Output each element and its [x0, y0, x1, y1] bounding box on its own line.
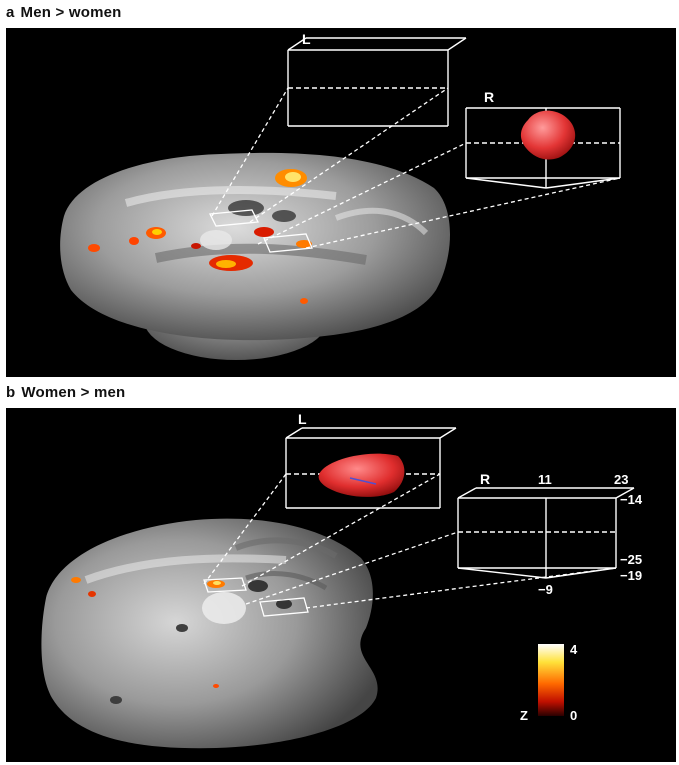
colorbar [538, 644, 564, 716]
panel-a-title-text: Men > women [20, 4, 122, 21]
colorbar-max: 4 [570, 642, 578, 657]
projection-lines-a [211, 87, 621, 249]
coord-right-upper: −14 [620, 492, 643, 507]
coord-right-lower-b: −19 [620, 568, 642, 583]
activation-clusters-b [71, 577, 225, 688]
small-roi-boxes-b [203, 577, 309, 617]
box-label-left-a: L [302, 31, 311, 47]
coord-top-right: 23 [614, 472, 628, 487]
panel-b-letter: b [6, 384, 16, 401]
roi-box-left-b [285, 427, 457, 509]
coord-right-lower-a: −25 [620, 552, 642, 567]
panel-b-image: L R 11 23 −14 −25 −19 −9 4 0 Z [6, 408, 676, 762]
panel-b-title-text: Women > men [21, 384, 126, 401]
activation-blob-left-b [318, 453, 405, 497]
activation-clusters-a [88, 169, 312, 304]
box-label-left-b: L [298, 411, 307, 427]
panel-a-letter: a [6, 4, 15, 21]
colorbar-min: 0 [570, 708, 577, 723]
roi-box-right-b [457, 487, 635, 579]
small-roi-boxes-a [208, 209, 313, 253]
projection-lines-b [203, 473, 617, 609]
roi-box-right-a [465, 107, 621, 189]
activation-blob-right-a [520, 110, 576, 160]
panel-b-title: b Women > men [6, 384, 125, 401]
box-label-right-a: R [484, 89, 494, 105]
panel-a-svg: L R [60, 31, 621, 360]
panel-a-title: a Men > women [6, 4, 122, 21]
panel-b-svg: L R 11 23 −14 −25 −19 −9 4 0 Z [41, 411, 643, 749]
panel-a-image: L R [6, 28, 676, 377]
roi-box-left-a [287, 37, 467, 127]
coord-bottom-mid: −9 [538, 582, 553, 597]
colorbar-label: Z [520, 708, 528, 723]
box-label-right-b: R [480, 471, 490, 487]
coord-top-mid: 11 [538, 472, 552, 487]
